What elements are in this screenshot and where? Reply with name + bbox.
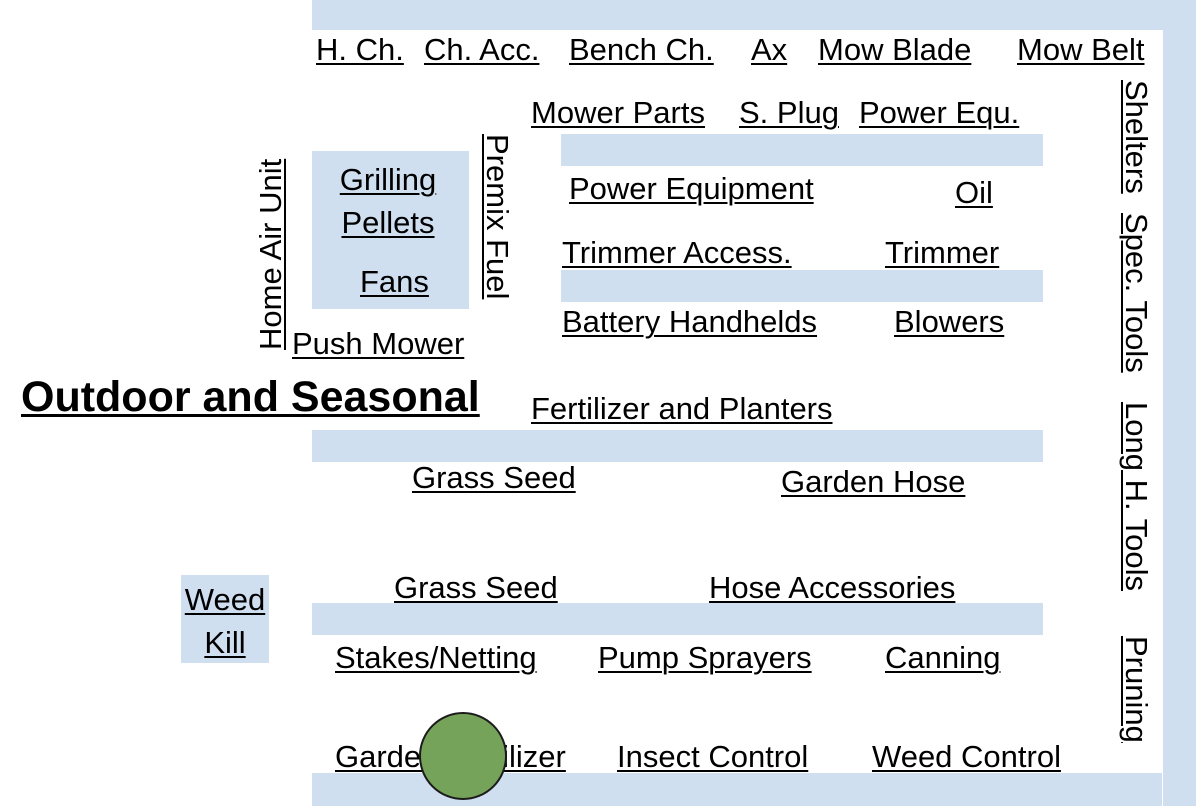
shelf-aisle-2	[312, 603, 1043, 635]
label-trimmer-access[interactable]: Trimmer Access.	[562, 235, 792, 270]
shelf-weed-kill	[181, 575, 269, 663]
label-weed-control[interactable]: Weed Control	[872, 739, 1061, 774]
label-canning[interactable]: Canning	[885, 640, 1001, 675]
location-marker	[419, 712, 507, 800]
label-fans[interactable]: Fans	[360, 264, 429, 299]
label-spark-plug[interactable]: S. Plug	[739, 95, 839, 130]
label-stakes-netting[interactable]: Stakes/Netting	[335, 640, 537, 675]
label-insect-control[interactable]: Insect Control	[617, 739, 809, 774]
label-bench-ch[interactable]: Bench Ch.	[569, 32, 714, 67]
label-mow-belt[interactable]: Mow Belt	[1017, 32, 1145, 67]
label-pump-sprayers[interactable]: Pump Sprayers	[598, 640, 812, 675]
shelf-aisle-1	[312, 430, 1043, 462]
label-grilling[interactable]: Grilling	[339, 162, 437, 197]
label-blowers[interactable]: Blowers	[894, 304, 1005, 339]
label-grilling-pellets[interactable]: Grilling Pellets	[318, 158, 458, 244]
label-shelters[interactable]: Shelters	[1119, 80, 1154, 194]
label-power-equipment[interactable]: Power Equipment	[569, 171, 814, 206]
label-oil[interactable]: Oil	[955, 175, 993, 210]
shelf-center-1	[561, 134, 1043, 166]
label-h-ch[interactable]: H. Ch.	[316, 32, 404, 67]
label-mower-parts[interactable]: Mower Parts	[531, 95, 705, 130]
label-pellets[interactable]: Pellets	[341, 205, 435, 240]
label-garden-hose[interactable]: Garden Hose	[781, 464, 966, 499]
label-ax[interactable]: Ax	[751, 32, 788, 67]
label-fertilizer-planters[interactable]: Fertilizer and Planters	[531, 391, 833, 426]
label-trimmer[interactable]: Trimmer	[885, 235, 1000, 270]
shelf-right-wall	[1163, 30, 1196, 806]
label-battery-handhelds[interactable]: Battery Handhelds	[562, 304, 818, 339]
label-weed[interactable]: Weed	[184, 582, 266, 617]
label-long-h-tools[interactable]: Long H. Tools	[1119, 402, 1154, 591]
label-weed-kill[interactable]: Weed Kill	[181, 578, 269, 664]
label-pruning[interactable]: Pruning	[1119, 636, 1154, 743]
shelf-grilling	[312, 151, 469, 309]
label-ch-acc[interactable]: Ch. Acc.	[424, 32, 540, 67]
label-push-mower[interactable]: Push Mower	[292, 326, 465, 361]
shelf-center-2	[561, 270, 1043, 302]
label-home-air-unit[interactable]: Home Air Unit	[253, 158, 288, 350]
label-power-equ[interactable]: Power Equ.	[859, 95, 1020, 130]
label-kill[interactable]: Kill	[204, 625, 246, 660]
label-grass-seed-2[interactable]: Grass Seed	[394, 570, 558, 605]
label-grass-seed-1[interactable]: Grass Seed	[412, 460, 576, 495]
label-premix-fuel[interactable]: Premix Fuel	[480, 134, 515, 300]
section-title: Outdoor and Seasonal	[21, 373, 480, 421]
label-mow-blade[interactable]: Mow Blade	[818, 32, 972, 67]
label-spec-tools[interactable]: Spec. Tools	[1119, 213, 1154, 373]
label-hose-accessories[interactable]: Hose Accessories	[709, 570, 956, 605]
shelf-top	[312, 0, 1196, 30]
